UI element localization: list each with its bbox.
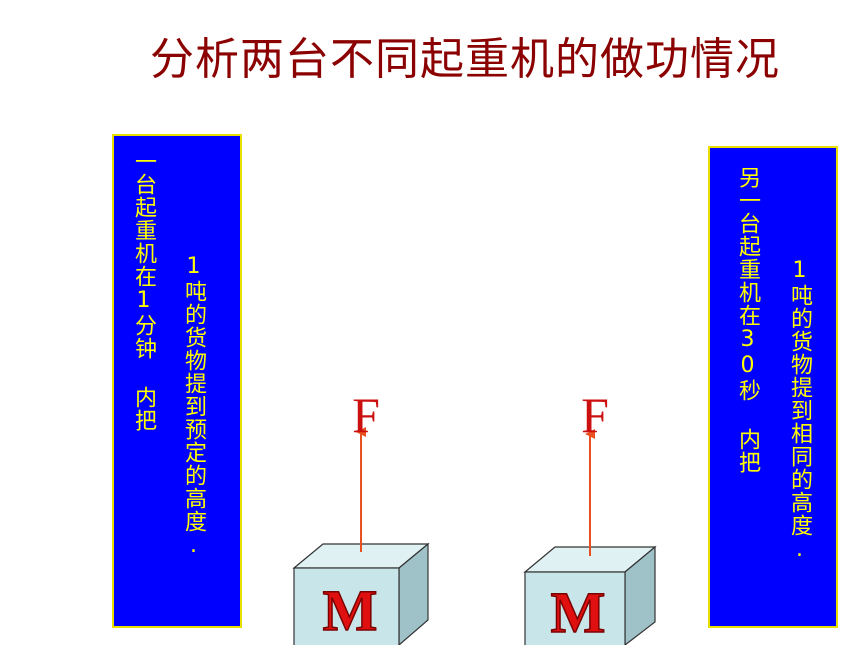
slide-title: 分析两台不同起重机的做功情况 (150, 34, 780, 85)
force-label-1: F (352, 387, 380, 443)
box-2-label: M (551, 580, 606, 645)
box-1-label: M (323, 578, 378, 643)
cargo-box-2: M (523, 545, 657, 645)
right-panel-text-col2: 1吨的货物提到相同的高度. (787, 258, 812, 563)
cargo-box-1: M (292, 542, 430, 645)
force-label-2: F (581, 387, 609, 443)
left-description-panel: 一台起重机在1分钟 内把 1吨的货物提到预定的高度. (112, 134, 242, 628)
left-panel-text-col2: 1吨的货物提到预定的高度. (181, 254, 206, 559)
left-panel-text-col1: 一台起重机在1分钟 内把 (131, 150, 156, 432)
right-panel-text-col1: 另一台起重机在30秒 内把 (735, 166, 760, 474)
right-description-panel: 另一台起重机在30秒 内把 1吨的货物提到相同的高度. (708, 146, 838, 628)
